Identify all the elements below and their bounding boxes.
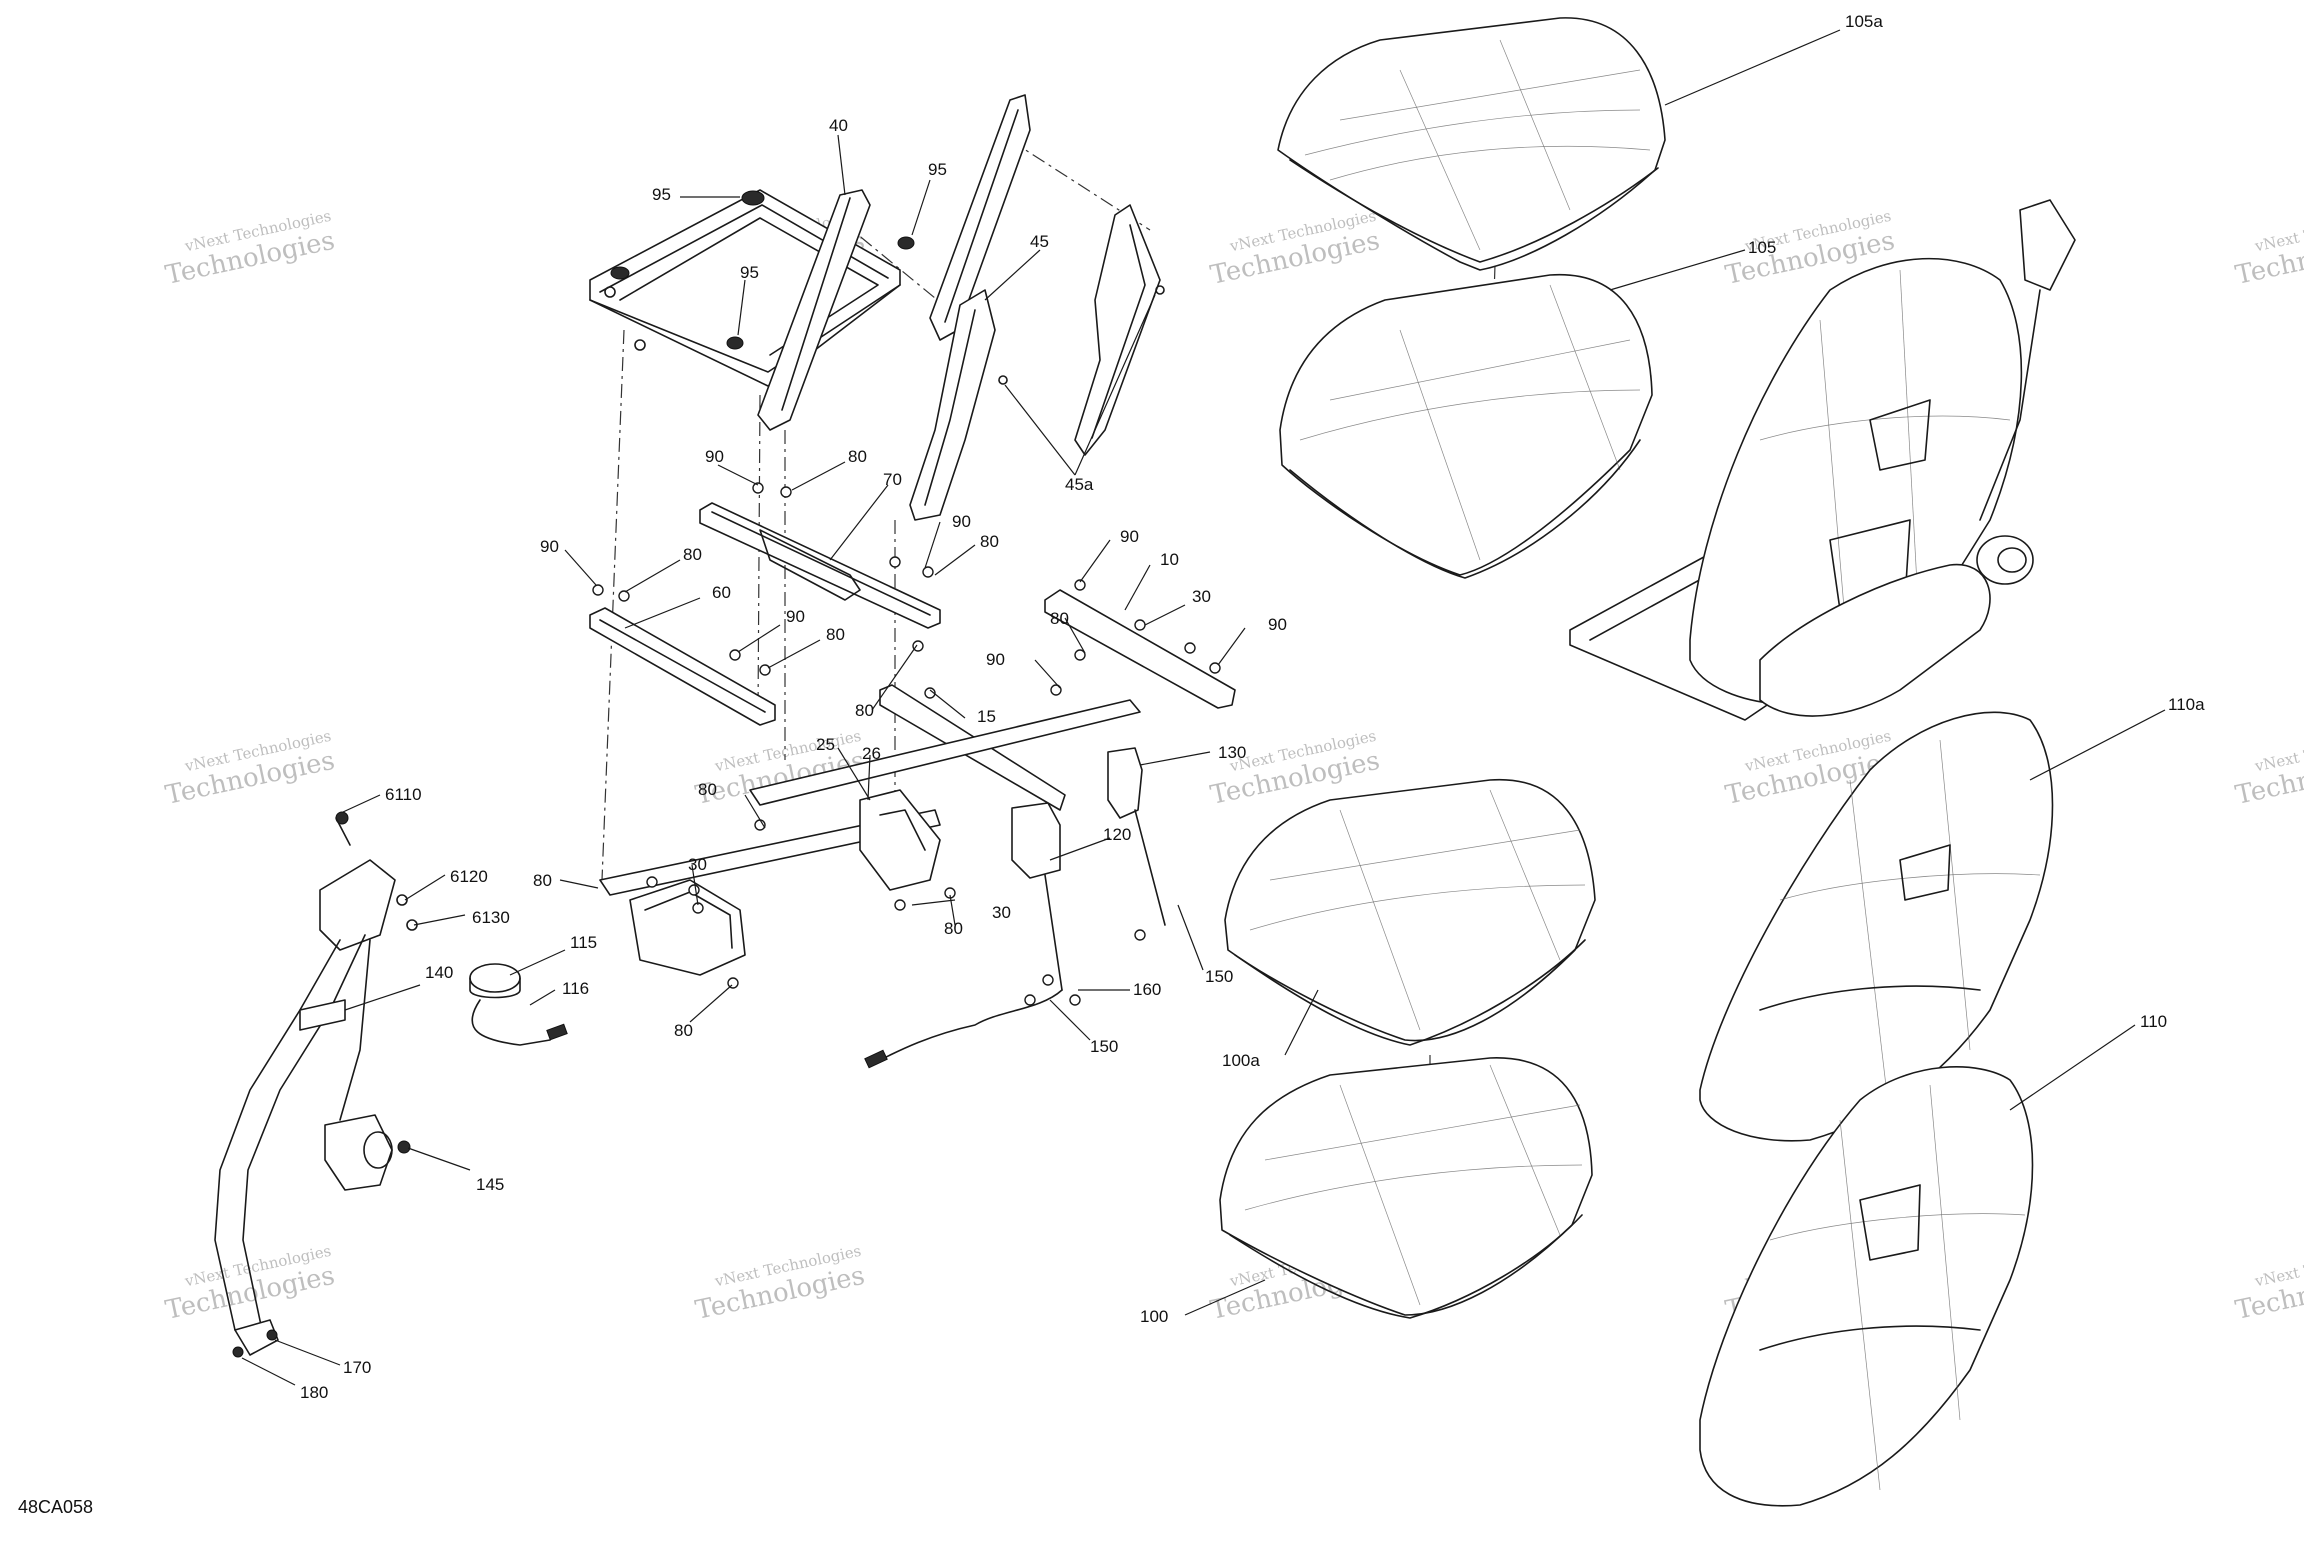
callout-116: 116 [562,979,589,998]
callout-150: 150 [1090,1037,1118,1056]
hardware [592,482,1221,1006]
callout-180: 180 [300,1383,328,1402]
callout-110a: 110a [2168,695,2205,714]
leader-lines [241,29,2166,1386]
callout-45a: 45a [1065,475,1094,494]
slide-rails [589,502,941,726]
callout-30: 30 [1192,587,1211,606]
callout-80: 80 [533,871,552,890]
callout-95: 95 [928,160,947,179]
seat-back-110a [1699,711,2054,1142]
callout-120: 120 [1103,825,1131,844]
callout-labels: 105a 105 40 95 95 95 45 45a 90 80 70 90 … [300,12,2205,1402]
callout-40: 40 [829,116,848,135]
callout-150: 150 [1205,967,1233,986]
callout-90: 90 [986,650,1005,669]
shoulder-belt-140 [214,811,418,1358]
callout-6110: 6110 [385,785,422,804]
callout-15: 15 [977,707,996,726]
callout-80: 80 [826,625,845,644]
callout-45: 45 [1030,232,1049,251]
callout-105: 105 [1748,238,1776,257]
callout-140: 140 [425,963,453,982]
callout-115: 115 [570,933,597,952]
callout-30: 30 [688,855,707,874]
callout-160: 160 [1133,980,1161,999]
callout-95: 95 [652,185,671,204]
callout-100a: 100a [1222,1051,1260,1070]
callout-100: 100 [1140,1307,1168,1326]
callout-90: 90 [952,512,971,531]
callout-10: 10 [1160,550,1179,569]
seat-cushion-105 [1279,273,1653,579]
callout-26: 26 [862,744,881,763]
callout-90: 90 [1268,615,1287,634]
callout-6130: 6130 [472,908,510,927]
callout-80: 80 [848,447,867,466]
callout-6120: 6120 [450,867,488,886]
callout-80: 80 [674,1021,693,1040]
callout-110: 110 [2140,1012,2167,1031]
callout-80: 80 [1050,609,1069,628]
callout-80: 80 [683,545,702,564]
callout-145: 145 [476,1175,504,1194]
callout-170: 170 [343,1358,371,1377]
seat-assembly [1569,199,2076,721]
callout-80: 80 [980,532,999,551]
seat-cushion-100a [1224,778,1596,1046]
callout-80: 80 [944,919,963,938]
callout-25: 25 [816,735,835,754]
callout-30: 30 [992,903,1011,922]
callout-90: 90 [705,447,724,466]
seat-cushion-100 [1219,1057,1593,1319]
callout-90: 90 [540,537,559,556]
diagram-code: 48CA058 [18,1497,93,1517]
callout-70: 70 [883,470,902,489]
callout-80: 80 [855,701,874,720]
main-base-frame [599,589,1236,1069]
callout-105a: 105a [1845,12,1883,31]
side-panel-45 [909,204,1165,521]
callout-90: 90 [1120,527,1139,546]
callout-60: 60 [712,583,731,602]
callout-90: 90 [786,607,805,626]
callout-130: 130 [1218,743,1246,762]
callout-80: 80 [698,780,717,799]
switch-115 [469,963,568,1046]
callout-95: 95 [740,263,759,282]
seat-cushion-105a [1277,17,1666,271]
seat-back-110 [1699,1066,2034,1507]
